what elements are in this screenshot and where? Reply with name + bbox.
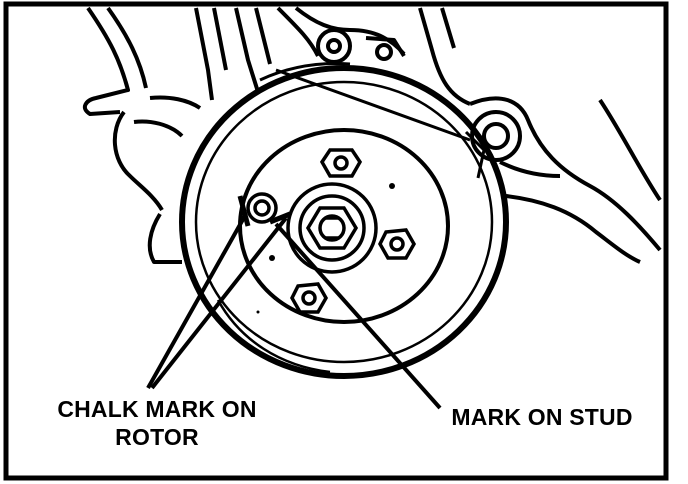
diagram-border (3, 1, 669, 481)
chalk-mark-label-line1: CHALK MARK ON (57, 396, 257, 422)
stud-mark-label: MARK ON STUD (432, 404, 652, 432)
control-arm (469, 96, 662, 264)
wheel-stud (290, 282, 329, 314)
leader-stud (274, 222, 442, 410)
brake-rotor (179, 62, 509, 379)
wheel-studs (246, 148, 417, 314)
leader-lines (146, 213, 442, 410)
wheel-stud (319, 148, 363, 178)
leader-chalk-rotor-1 (146, 213, 248, 389)
chalk-mark-label-line2: ROTOR (115, 423, 199, 450)
stud-mark-label-text: MARK ON STUD (451, 404, 633, 430)
wheel-stud (378, 228, 417, 260)
chalk-mark-label: CHALK MARK ON ROTOR (32, 396, 282, 451)
hub-assembly (286, 182, 378, 274)
rotor-dots (256, 183, 395, 314)
suspension-structure (82, 6, 471, 264)
chalk-mark (237, 195, 291, 227)
leader-chalk-rotor-2 (150, 216, 288, 390)
wheel-stud-marked (246, 192, 278, 224)
